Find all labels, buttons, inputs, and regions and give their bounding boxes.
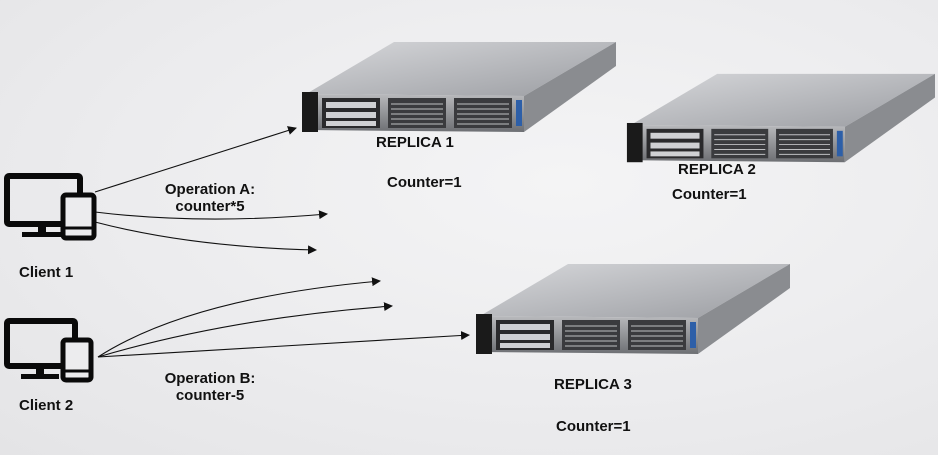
replica-1-name: REPLICA 1 [376, 134, 454, 151]
replica-1-server-icon [302, 42, 616, 132]
client-1-label: Client 1 [19, 264, 74, 281]
operation-b-label: Operation B: counter-5 [150, 370, 270, 404]
arrow-client1-op-a-lower [94, 221, 317, 255]
arrow-client2-to-replica3 [97, 330, 470, 358]
replica-3-server-icon [476, 264, 790, 354]
replica-2-name: REPLICA 2 [678, 161, 756, 178]
operation-a-title: Operation A: [164, 181, 256, 198]
client-2-computer-icon [4, 318, 94, 383]
operation-b-expression: counter-5 [175, 387, 245, 404]
client-2-label: Client 2 [19, 397, 74, 414]
replica-1-counter: Counter=1 [387, 174, 462, 191]
replica-3-name: REPLICA 3 [554, 376, 632, 393]
operation-a-expression: counter*5 [175, 198, 245, 215]
replica-2-counter: Counter=1 [672, 186, 747, 203]
arrow-client2-middle [97, 302, 393, 358]
replica-2-server-icon [626, 73, 935, 163]
arrow-client1-op-a-middle [94, 210, 328, 220]
arrow-client2-upper [97, 277, 381, 358]
replica-3-counter: Counter=1 [556, 418, 631, 435]
operation-a-label: Operation A: counter*5 [150, 181, 270, 215]
client-1-computer-icon [4, 173, 97, 241]
client-1-arrows [94, 126, 328, 255]
arrow-client1-to-replica1 [94, 126, 297, 193]
client-2-arrows [97, 277, 470, 358]
operation-b-title: Operation B: [164, 370, 256, 387]
